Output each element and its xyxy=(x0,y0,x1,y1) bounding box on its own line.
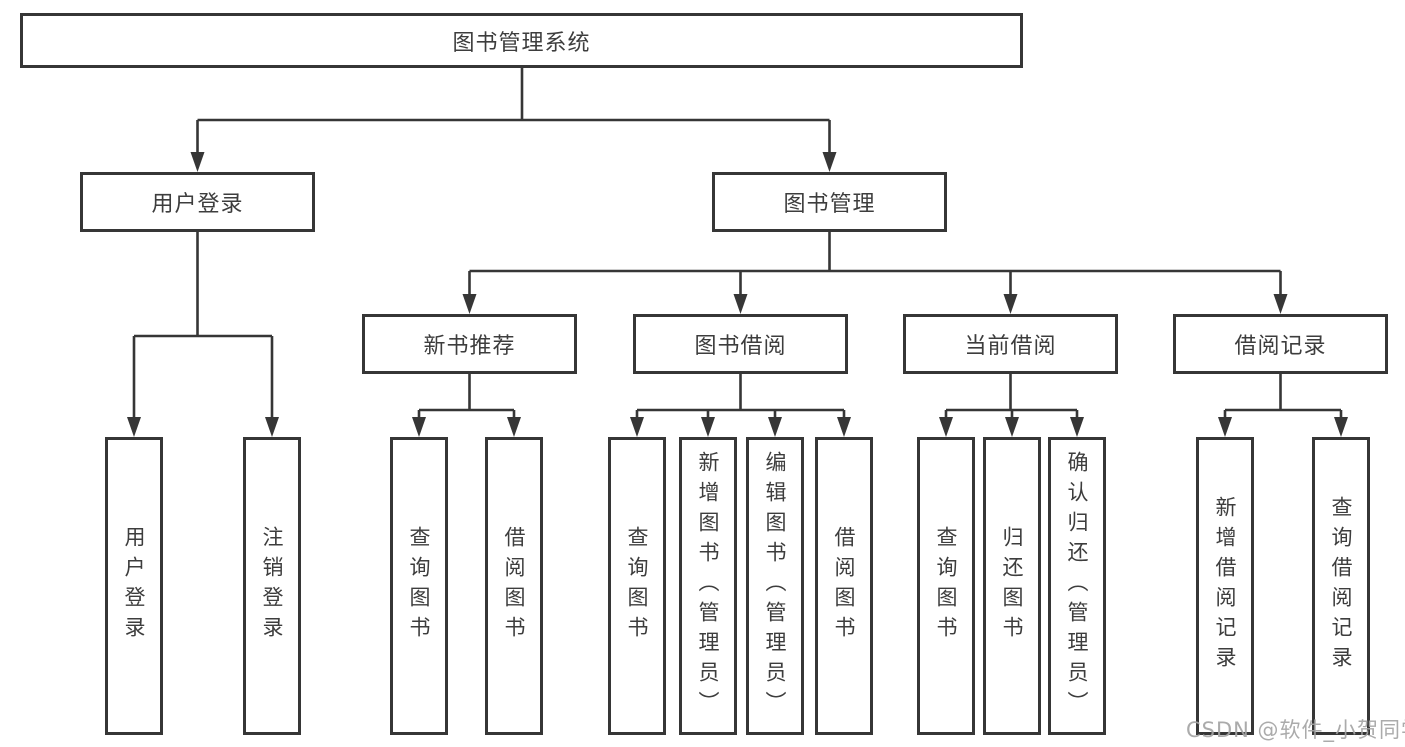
leaf-borrow-borrow-books: 借阅图书 xyxy=(815,437,873,735)
leaf-newbook-borrow-books: 借阅图书 xyxy=(485,437,543,735)
leaf-current-confirm-return-admin: 确认归还（管理员） xyxy=(1048,437,1106,735)
node-borrow-records: 借阅记录 xyxy=(1173,314,1388,374)
connector-user-login-children xyxy=(132,232,274,420)
leaf-logout: 注销登录 xyxy=(243,437,301,735)
leaf-borrow-edit-books-admin: 编辑图书（管理员） xyxy=(746,437,804,735)
leaf-newbook-query-books: 查询图书 xyxy=(390,437,448,735)
connector-book-management-children xyxy=(468,232,1282,297)
leaf-records-add-record: 新增借阅记录 xyxy=(1196,437,1254,735)
connector-root-to-level2 xyxy=(196,68,831,154)
node-book-management: 图书管理 xyxy=(712,172,947,232)
leaf-borrow-query-books: 查询图书 xyxy=(608,437,666,735)
leaf-borrow-add-books-admin: 新增图书（管理员） xyxy=(679,437,737,735)
leaf-current-query-books: 查询图书 xyxy=(917,437,975,735)
node-user-login: 用户登录 xyxy=(80,172,315,232)
leaf-user-login: 用户登录 xyxy=(105,437,163,735)
node-root-system: 图书管理系统 xyxy=(20,13,1023,68)
csdn-watermark: CSDN @软件_小贺同学 xyxy=(1186,718,1405,742)
connector-book-borrow-children xyxy=(635,374,846,420)
connector-new-book-children xyxy=(417,374,516,420)
node-new-book-recommend: 新书推荐 xyxy=(362,314,577,374)
connector-borrow-records-children xyxy=(1223,374,1343,420)
node-book-borrow: 图书借阅 xyxy=(633,314,848,374)
leaf-current-return-books: 归还图书 xyxy=(983,437,1041,735)
connector-current-borrow-children xyxy=(944,374,1079,420)
node-current-borrow: 当前借阅 xyxy=(903,314,1118,374)
leaf-records-query-record: 查询借阅记录 xyxy=(1312,437,1370,735)
